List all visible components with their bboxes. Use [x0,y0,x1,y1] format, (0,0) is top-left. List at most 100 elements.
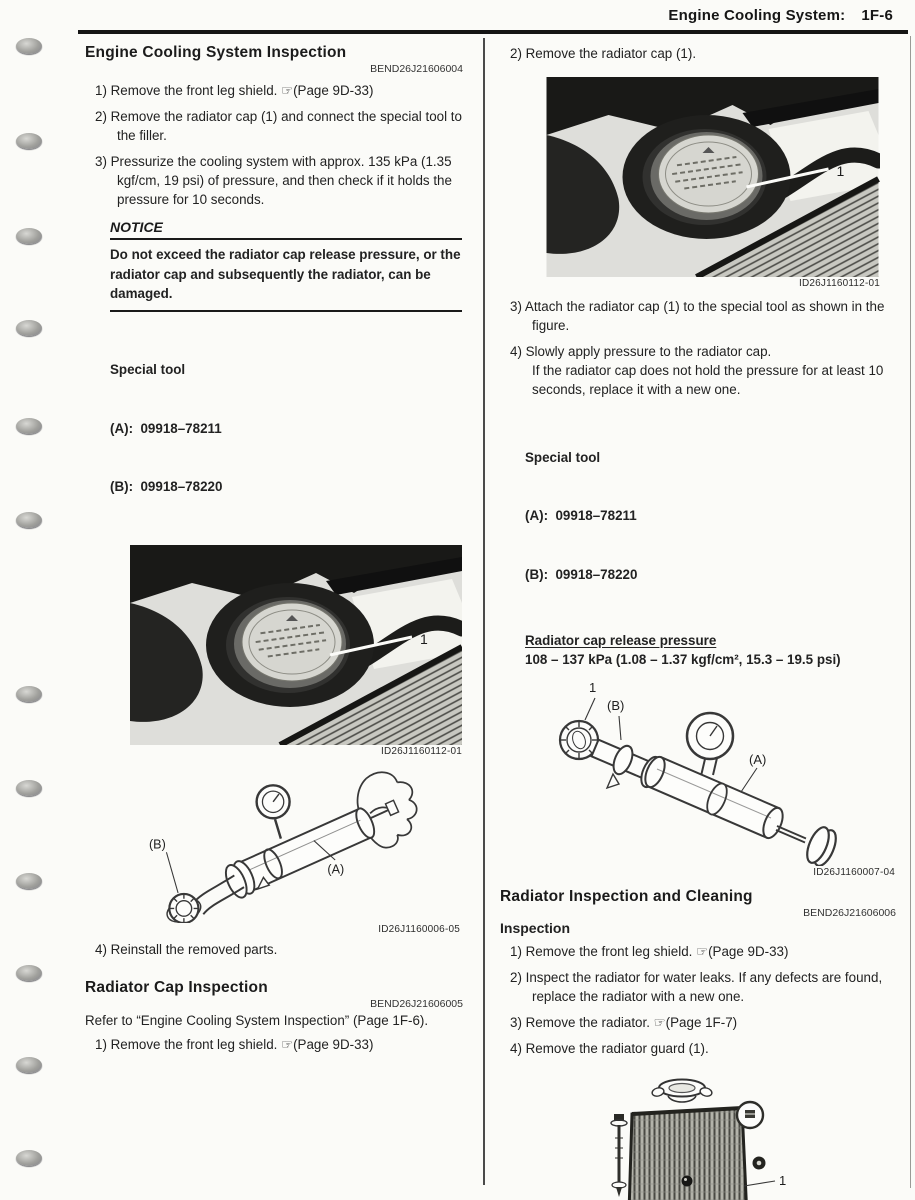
page-edge-line [910,36,911,1188]
figure-tester-with-cap-drawing: 1 (B) [505,676,895,878]
elbow-adapter [166,874,245,924]
header-rule [78,30,908,34]
label-b: (B) [607,698,624,713]
procedure-step: 3) Remove the radiator. ☞(Page 1F-7) [510,1014,738,1030]
section-title: Engine Cooling System Inspection [85,44,347,61]
filler-neck [651,1078,713,1103]
figure-id: ID26J1160112-01 [380,746,462,758]
section-intro: Refer to “Engine Cooling System Inspecti… [85,1013,429,1029]
binder-hole [16,1057,42,1073]
label-b: (B) [149,838,166,852]
label-a: (A) [327,863,344,877]
figure-radiator-cap-photo: 1 ID26J1160112-01 [545,77,880,289]
pressure-gauge [685,711,735,777]
binder-hole [16,686,42,702]
callout-line [746,167,829,189]
screw-detail-top [735,1100,765,1130]
pump-cylinder [236,807,373,894]
label-one: 1 [589,680,596,695]
special-tool-b: (B): 09918–78220 [110,479,223,494]
binder-hole [16,38,42,54]
section-code: BEND26J21606004 [370,63,463,75]
plunger-handle [806,825,830,864]
step-note: If the radiator cap does not hold the pr… [532,363,884,398]
special-tool-a: (A): 09918–78211 [525,508,637,524]
binder-hole [16,320,42,336]
radiator-cap-photo-art: 1 [546,77,880,278]
page-header: Engine Cooling System: 1F-6 [668,7,893,24]
procedure-step: 1) Remove the front leg shield. ☞(Page 9… [95,83,374,98]
procedure-step: 2) Inspect the radiator for water leaks.… [510,969,883,1004]
procedure-step: 4) Reinstall the removed parts. [95,942,278,958]
figure-id: ID26J1160006-05 [378,924,460,936]
figure-id: ID26J1160112-01 [798,278,880,290]
right-column: 2) Remove the radiator cap (1). [500,44,898,1200]
page-number: 1F-6 [861,7,893,24]
column-divider [483,38,485,1185]
plunger-rod [776,825,807,840]
core-hole [681,1175,693,1187]
hose [358,615,462,667]
figure-radiator-cap-photo: 1 ID26J1160112-01 [130,545,462,757]
section-title: Radiator Cap Inspection [85,979,268,997]
release-pressure-label: Radiator cap release pressure [525,633,717,648]
figure-id: ID26J1160007-04 [813,866,895,878]
special-tool-block: Special tool (A): 09918–78211 (B): 09918… [525,409,898,623]
mounting-bolt [610,1114,628,1198]
radiator-cap [226,597,350,694]
binder-hole [16,418,42,434]
radiator-art: 1 [610,1078,786,1200]
notice-title: NOTICE [110,219,163,236]
left-column: Engine Cooling System Inspection BEND26J… [85,44,465,1054]
notice-box: NOTICE Do not exceed the radiator cap re… [110,219,462,312]
radiator-cap-knob [558,719,600,760]
notice-text: Do not exceed the radiator cap release p… [110,247,461,302]
pressure-tester-art: (B) (A) [149,771,418,924]
procedure-step: 3) Pressurize the cooling system with ap… [95,154,452,208]
binder-hole [16,228,42,244]
figure-pressure-tester-drawing: (B) (A) ID26J1160006-05 [125,763,460,935]
binder-hole [16,1150,42,1166]
callout-label: 1 [779,1173,786,1188]
radiator-core [627,1106,748,1200]
procedure-step: 2) Remove the radiator cap (1) and conne… [95,109,462,144]
pressure-gauge [255,784,291,840]
procedure-step: 4) Slowly apply pressure to the radiator… [510,342,898,399]
binder-hole [16,512,42,528]
tester-with-cap-art: 1 (B) [558,680,837,866]
procedure-step: 1) Remove the front leg shield. ☞(Page 9… [510,943,789,959]
procedure-step: 1) Remove the front leg shield. ☞(Page 9… [95,1037,374,1053]
section-code: BEND26J21606006 [803,906,896,919]
figure-radiator-drawing: 1 ID26J1160008-01 [592,1068,892,1200]
special-tool-b: (B): 09918–78220 [525,566,638,582]
special-tool-block: Special tool (A): 09918–78211 (B): 09918… [110,322,465,536]
special-tool-label: Special tool [525,450,601,466]
notice-rule-top [110,238,462,241]
release-pressure-spec: Radiator cap release pressure 108 – 137 … [525,631,898,670]
section-title: Radiator Inspection and Cleaning [500,887,753,905]
callout-line [329,635,413,657]
callout-line [743,1180,776,1187]
notice-rule-bottom [110,309,462,312]
procedure-step: 2) Remove the radiator cap (1). [510,46,697,61]
binder-hole [16,780,42,796]
procedure-step: 3) Attach the radiator cap (1) to the sp… [510,299,885,334]
label-a: (A) [749,752,766,767]
binder-hole [16,133,42,149]
header-title: Engine Cooling System: [668,7,846,24]
subsection-title: Inspection [500,919,571,936]
binder-hole [16,965,42,981]
section-code: BEND26J21606005 [370,998,463,1011]
hose [775,147,880,199]
callout-label: 1 [837,163,845,179]
special-tool-a: (A): 09918–78211 [110,420,222,436]
radiator-cap-photo-art: 1 [130,545,462,746]
binder-hole [16,873,42,889]
radiator-cap [642,129,767,226]
release-pressure-value: 108 – 137 kPa (1.08 – 1.37 kgf/cm², 15.3… [525,652,841,668]
procedure-step: 4) Remove the radiator guard (1). [510,1041,709,1056]
step-text: 4) Slowly apply pressure to the radiator… [510,344,772,360]
special-tool-label: Special tool [110,362,186,378]
callout-label: 1 [420,631,428,647]
